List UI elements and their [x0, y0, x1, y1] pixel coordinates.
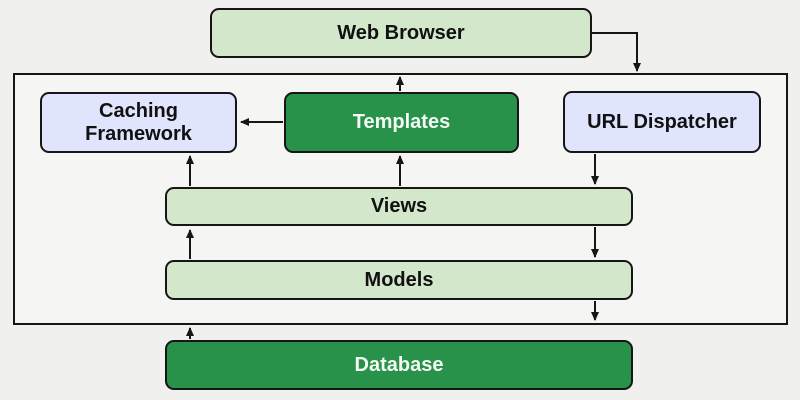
node-database-label: Database: [354, 353, 444, 376]
node-templates-label: Templates: [352, 111, 451, 133]
node-url-dispatcher: URL Dispatcher: [563, 91, 761, 153]
node-url-dispatcher-label: URL Dispatcher: [587, 110, 737, 133]
node-caching-framework-label: Caching Framework: [85, 99, 192, 145]
node-web-browser-label: Web Browser: [337, 21, 465, 44]
node-templates: Templates: [284, 92, 519, 153]
node-caching-framework: Caching Framework: [40, 92, 237, 153]
node-views: Views: [165, 187, 633, 226]
node-database: Database: [165, 340, 633, 390]
arrow-web-browser-to-url-dispatcher: [592, 32, 641, 72]
node-models-label: Models: [364, 268, 434, 291]
node-web-browser: Web Browser: [210, 8, 592, 58]
node-models: Models: [165, 260, 633, 300]
node-views-label: Views: [370, 195, 428, 217]
